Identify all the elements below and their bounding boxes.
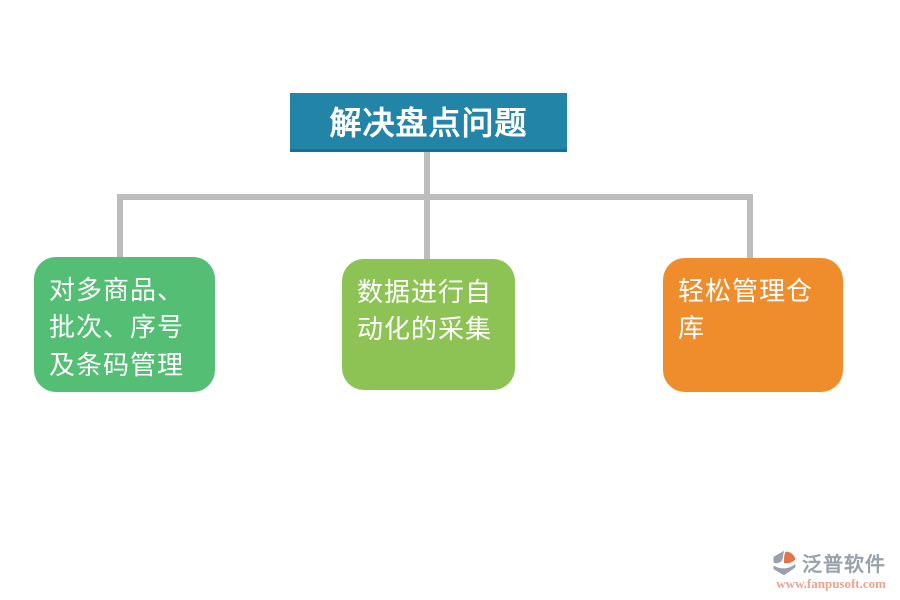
node-label: 对多商品、批次、序号及条码管理: [49, 275, 185, 380]
connector-right-stem: [747, 198, 753, 259]
diagram-node-easy-warehouse-management: 轻松管理仓库: [663, 258, 843, 392]
connector-middle-stem: [424, 198, 430, 261]
watermark-brand-text: 泛普软件: [802, 554, 886, 576]
node-label: 数据进行自动化的采集: [357, 277, 493, 345]
node-label: 轻松管理仓库: [678, 276, 814, 344]
diagram-title-label: 解决盘点问题: [329, 105, 528, 141]
diagram-node-products-batches-barcodes: 对多商品、批次、序号及条码管理: [34, 257, 215, 392]
watermark-url-text: www.fanpusoft.com: [776, 576, 886, 591]
connector-horizontal: [117, 194, 753, 200]
fanpu-logo-icon: [773, 550, 796, 575]
connector-title-stem: [424, 152, 430, 198]
diagram-node-automated-data-collection: 数据进行自动化的采集: [342, 259, 515, 390]
diagram-title-box: 解决盘点问题: [290, 93, 567, 152]
watermark: 泛普软件 www.fanpusoft.com: [770, 548, 886, 592]
connector-left-stem: [117, 198, 123, 258]
